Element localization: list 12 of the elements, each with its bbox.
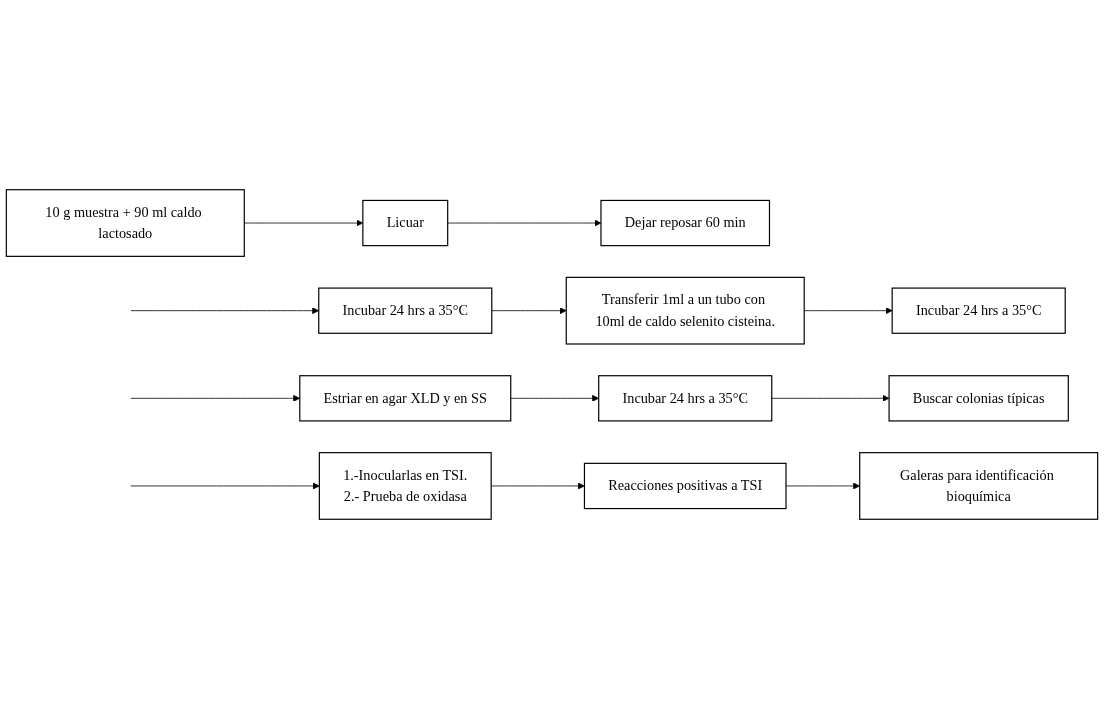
node-box: Reacciones positivas a TSI xyxy=(583,462,787,510)
node-box: Estriar en agar XLD y en SS xyxy=(299,375,512,422)
node-box: Dejar reposar 60 min xyxy=(600,199,771,247)
node-box: 10 g muestra + 90 ml caldo lactosado xyxy=(5,189,245,257)
node-box: Transferir 1ml a un tubo con 10ml de caldo selenito cisteina. xyxy=(565,276,805,345)
node-box: Incubar 24 hrs a 35°C xyxy=(318,287,493,334)
node-box: 1.-Inocularlas en TSI. 2.- Prueba de oxidasa xyxy=(318,452,492,520)
node-box: Incubar 24 hrs a 35°C xyxy=(891,287,1066,334)
node-box: Galeras para identificación bioquímica xyxy=(859,452,1099,520)
node-box: Licuar xyxy=(362,199,449,247)
node-box: Buscar colonias típicas xyxy=(888,375,1069,422)
node-box: Incubar 24 hrs a 35°C xyxy=(598,375,773,422)
